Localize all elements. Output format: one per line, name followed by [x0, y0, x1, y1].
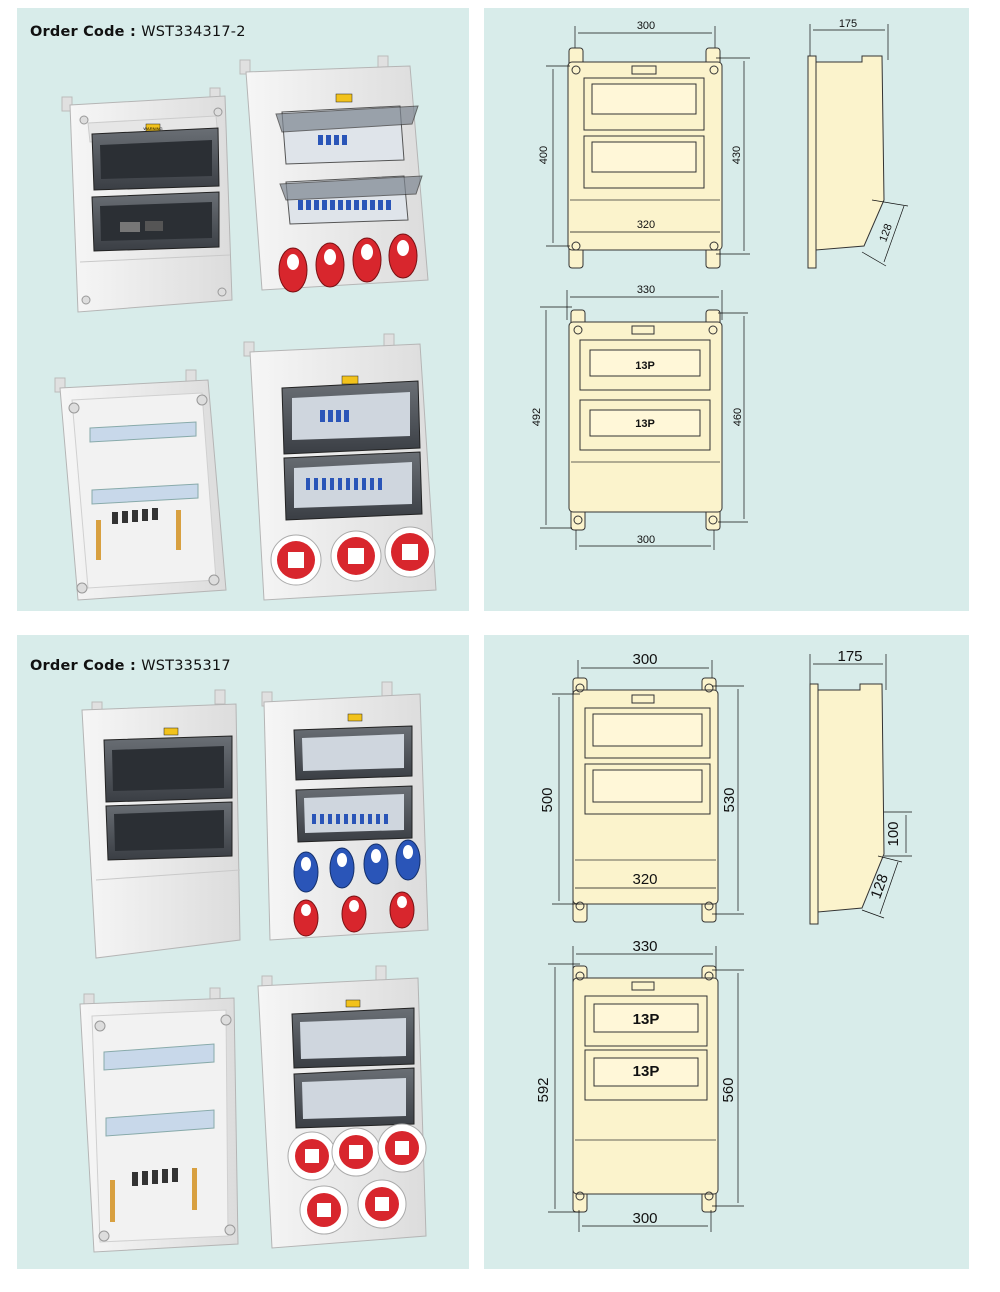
order-code-2: Order Code : WST335317: [30, 658, 231, 674]
front-view-drawing-a: 300 400 430 320: [538, 20, 750, 269]
dim-width-bottom: 300: [637, 534, 655, 546]
front-view-drawing-b: 330 13P 13P 592 560 300: [535, 938, 744, 1232]
rail-label: 13P: [633, 1011, 660, 1028]
order-code-separator: :: [129, 658, 136, 674]
enclosure-photo-open: [79, 987, 239, 1253]
enclosure-photo-5-sockets: [257, 965, 427, 1249]
dim-depth: 175: [837, 648, 862, 665]
order-code-value: WST334317-2: [141, 24, 246, 40]
dim-width-inner: 320: [632, 871, 657, 888]
dim-height-right: 430: [731, 146, 743, 164]
rail-label: 13P: [635, 360, 655, 372]
dim-height-left: 492: [531, 408, 543, 426]
red-socket-icon: [287, 1123, 427, 1235]
order-code-1: Order Code : WST334317-2: [30, 24, 246, 40]
order-code-label: Order Code: [30, 658, 125, 674]
drawing-panel-1: [484, 8, 969, 611]
order-code-value: WST335317: [141, 658, 231, 674]
dim-width-bottom: 300: [632, 1210, 657, 1227]
dim-depth: 175: [839, 18, 857, 30]
dim-step: 100: [885, 821, 902, 846]
warning-label: WARNING: [143, 126, 162, 131]
dim-width-top: 330: [632, 938, 657, 955]
enclosure-photo-open: [54, 369, 227, 601]
front-view-drawing-a: 300 500 530 320: [539, 651, 744, 923]
dim-width-top: 300: [632, 651, 657, 668]
enclosure-photo-7-sockets: [261, 681, 429, 941]
dim-width-top: 330: [637, 284, 655, 296]
red-socket-icon: [293, 891, 415, 937]
rail-label: 13P: [635, 418, 655, 430]
red-socket-icon: [278, 233, 418, 293]
enclosure-photo-3-sockets: [243, 333, 437, 601]
drawing-panel-2: [484, 635, 969, 1269]
enclosure-photo-4-sockets: [239, 55, 429, 293]
dim-width-inner: 320: [637, 219, 655, 231]
dim-height-right: 460: [732, 408, 744, 426]
red-socket-icon: [270, 526, 436, 586]
rail-label: 13P: [633, 1063, 660, 1080]
order-code-label: Order Code: [30, 24, 125, 40]
order-code-separator: :: [129, 24, 136, 40]
dim-height-left: 500: [539, 787, 556, 812]
dim-height-left: 592: [535, 1077, 552, 1102]
front-view-drawing-b: 330 13P 13P 492 460 300: [531, 284, 748, 550]
enclosure-photo-closed: [81, 689, 241, 959]
dim-height-right: 560: [720, 1077, 737, 1102]
dim-height-right: 530: [721, 787, 738, 812]
side-view-drawing: 175 128: [807, 18, 909, 269]
side-view-drawing: 175 100 128: [809, 648, 912, 925]
dim-width-top: 300: [637, 20, 655, 32]
dim-height-left: 400: [538, 146, 550, 164]
blue-socket-icon: [293, 839, 421, 893]
dim-angle: 128: [877, 222, 895, 243]
enclosure-photo-closed: WARNING: [61, 87, 233, 313]
